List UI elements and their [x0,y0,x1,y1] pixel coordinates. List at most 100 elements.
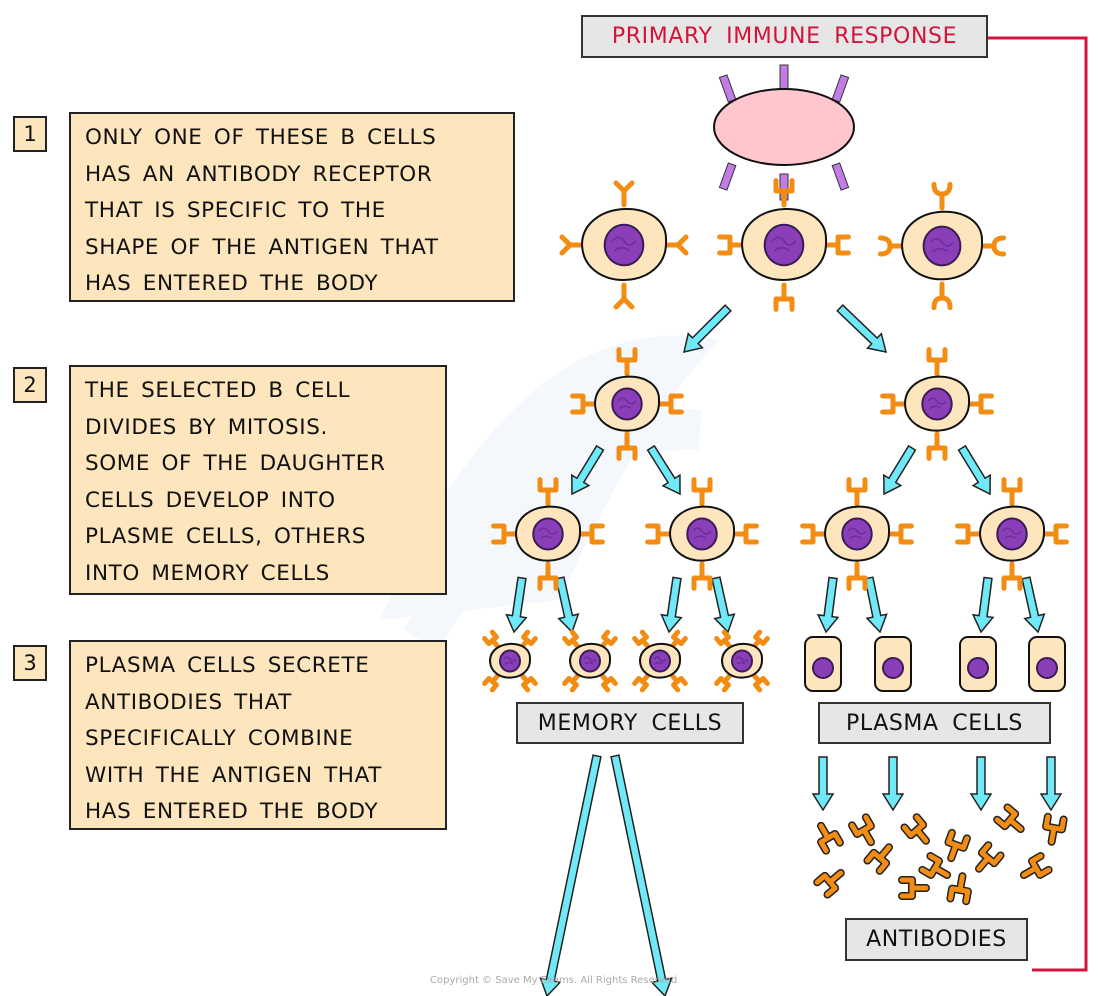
memory-cell [632,629,688,693]
step-2-description: THE SELECTED B CELL DIVIDES BY MITOSIS. … [69,365,447,595]
antibodies-label-text: ANTIBODIES [866,927,1007,952]
arrow-icon [711,576,736,634]
step-2-number: 2 [13,367,47,403]
nucleus-icon [1036,657,1058,679]
arrow-icon [881,756,905,812]
receptor-icon [1039,523,1069,545]
receptor-icon [931,181,953,211]
nucleus-icon [996,517,1028,551]
receptor-icon [714,672,733,693]
step-number-text: 2 [23,373,37,397]
nucleus-icon [922,225,962,267]
antibody-icon [863,843,893,875]
chromatin [1002,527,1022,540]
chromatin [503,656,517,665]
step-3-description: PLASMA CELLS SECRETE ANTIBODIES THAT SPE… [69,640,447,830]
b-cell [800,477,914,591]
nucleus-icon [532,517,564,551]
step-line: HAS ENTERED THE BODY [85,799,379,824]
b-cell [645,477,759,591]
nucleus-icon [603,223,645,267]
step-line: SPECIFICALLY COMBINE [85,726,354,751]
receptor-icon [800,523,830,545]
receptor-icon [751,672,770,693]
receptor-icon [846,561,868,591]
chromatin [692,527,712,540]
receptor-icon [1001,561,1023,591]
receptor-icon [714,629,733,650]
arrow-icon [971,576,995,634]
arrow-icon [646,444,681,496]
antibody-icon [848,813,875,847]
chromatin [617,397,637,410]
step-line: THE SELECTED B CELL [85,378,351,403]
receptor-icon [519,672,538,693]
receptor-icon [613,180,635,208]
arrows-layer [505,304,1063,996]
receptor-icon [559,234,587,256]
nucleus-icon [921,387,953,421]
arrow-icon [969,756,993,812]
receptor-icon [884,523,914,545]
antibodies-label: ANTIBODIES [845,918,1028,961]
plasma-cells-label-text: PLASMA CELLS [845,710,1023,736]
step-line: SHAPE OF THE ANTIGEN THAT [85,234,439,260]
chromatin [927,397,947,410]
arrow-icon [682,304,732,354]
receptor-icon [926,347,948,377]
receptor-icon [773,282,795,312]
chromatin [847,527,867,540]
receptor-icon [537,477,559,507]
receptor-icon [661,234,689,256]
step-line: ONLY ONE OF THESE B CELLS [85,125,437,150]
receptor-icon [964,393,994,415]
step-line: WITH THE ANTIGEN THAT [85,762,382,788]
memory-cells-label-text: MEMORY CELLS [537,710,723,736]
arrow-icon [610,754,673,996]
receptor-icon [691,561,713,591]
receptor-icon [955,523,985,545]
receptor-icon [632,629,651,650]
step-line: PLASMA CELLS SECRETE [85,653,370,678]
arrow-icon [571,444,605,496]
copyright-notice: Copyright © Save My Exams. All Rights Re… [430,975,678,986]
antigen-spike [718,74,737,103]
antigen-spike [831,162,850,191]
step-line: CELLS DEVELOP INTO [85,487,336,513]
antigen [713,64,855,201]
chromatin [611,236,637,252]
b-cell [491,477,605,591]
b-cell [877,181,1007,311]
antibody-icon [813,869,845,899]
step-line: THAT IS SPECIFIC TO THE [85,198,386,223]
arrow-icon [811,756,835,812]
nucleus-icon [882,657,904,679]
receptor-icon [846,477,868,507]
step-line: SOME OF THE DAUGHTER [85,451,386,476]
antibody-icon [946,872,972,906]
step-number-text: 3 [23,651,37,675]
nucleus-icon [763,223,805,267]
b-cell [880,347,994,461]
receptor-icon [877,235,907,257]
step-line: INTO MEMORY CELLS [85,560,330,586]
arrow-icon [1039,756,1063,812]
step-line: HAS ENTERED THE BODY [85,271,379,296]
arrow-icon [836,304,888,353]
chromatin [583,656,597,665]
antigen-spike [831,74,850,103]
receptor-icon [880,393,910,415]
arrow-icon [555,576,580,634]
step-3-number: 3 [13,645,47,681]
receptor-icon [616,431,638,461]
b-cell [559,180,689,310]
step-1-description: ONLY ONE OF THESE B CELLS HAS AN ANTIBOD… [69,112,515,302]
antibody-icon [944,828,971,863]
receptor-icon [821,234,851,256]
nucleus-icon [731,649,753,673]
b-cell [717,178,851,312]
receptor-icon [977,235,1007,257]
plasma-cell [959,636,997,692]
arrow-icon [660,576,683,634]
